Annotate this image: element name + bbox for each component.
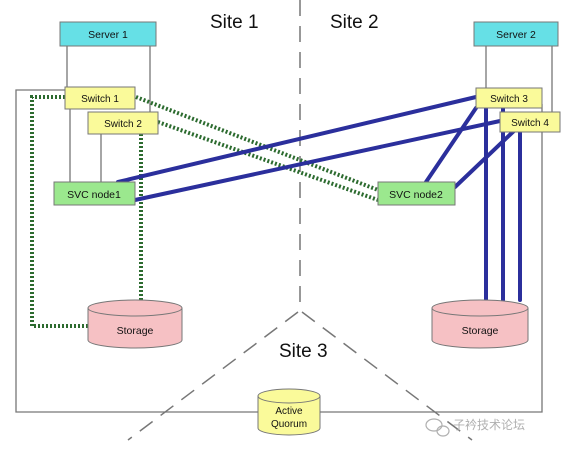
svc-node-2[interactable]: SVC node2 bbox=[377, 181, 456, 206]
switch2-to-svc-node2 bbox=[157, 120, 379, 202]
left-site-boundary bbox=[15, 89, 258, 413]
switch-3-label: Switch 3 bbox=[490, 94, 528, 105]
storage-left-label: Storage bbox=[117, 325, 154, 337]
active-quorum[interactable]: Active Quorum bbox=[257, 388, 321, 436]
switch4-to-svc-node1 bbox=[133, 119, 502, 202]
boundary-lines bbox=[15, 89, 543, 413]
storage-right[interactable]: Storage bbox=[431, 299, 529, 349]
switch-1[interactable]: Switch 1 bbox=[64, 86, 136, 110]
site-3-label: Site 3 bbox=[279, 341, 328, 362]
quorum-label-line1: Active bbox=[275, 406, 303, 417]
site-dividers bbox=[127, 0, 473, 441]
watermark-text: 子衿技术论坛 bbox=[453, 417, 525, 432]
switch3-to-svc-node2 bbox=[424, 106, 478, 184]
switch3-to-svc-node1 bbox=[116, 95, 478, 184]
site-2-label: Site 2 bbox=[330, 12, 379, 33]
divider-right-diagonal bbox=[301, 311, 473, 441]
storage-left[interactable]: Storage bbox=[87, 299, 183, 349]
switch-4-label: Switch 4 bbox=[511, 118, 549, 129]
server-1[interactable]: Server 1 bbox=[59, 21, 157, 47]
switch-4[interactable]: Switch 4 bbox=[499, 111, 561, 133]
quorum-label-line2: Quorum bbox=[271, 419, 307, 430]
chat-bubble-icon bbox=[425, 418, 450, 437]
switch1-to-svc-node2 bbox=[135, 95, 379, 192]
storage-right-label: Storage bbox=[462, 325, 499, 337]
svc-node-1-label: SVC node1 bbox=[67, 189, 121, 201]
switch1-to-left-storage bbox=[30, 95, 88, 328]
right-site-boundary bbox=[320, 104, 543, 413]
svc-node-1[interactable]: SVC node1 bbox=[53, 181, 136, 206]
server-links bbox=[66, 46, 553, 182]
switch-2-label: Switch 2 bbox=[104, 119, 142, 130]
server-1-label: Server 1 bbox=[88, 29, 128, 41]
green-dotted-links bbox=[30, 95, 379, 328]
svc-node-2-label: SVC node2 bbox=[389, 189, 443, 201]
blue-links bbox=[116, 95, 522, 302]
server-2-label: Server 2 bbox=[496, 29, 536, 41]
switch-3[interactable]: Switch 3 bbox=[475, 87, 543, 109]
site-1-label: Site 1 bbox=[210, 12, 259, 33]
switch-1-label: Switch 1 bbox=[81, 94, 119, 105]
switch-2[interactable]: Switch 2 bbox=[87, 111, 159, 135]
watermark: 子衿技术论坛 bbox=[425, 417, 525, 437]
divider-left-diagonal bbox=[127, 311, 299, 441]
server-2[interactable]: Server 2 bbox=[473, 21, 559, 47]
